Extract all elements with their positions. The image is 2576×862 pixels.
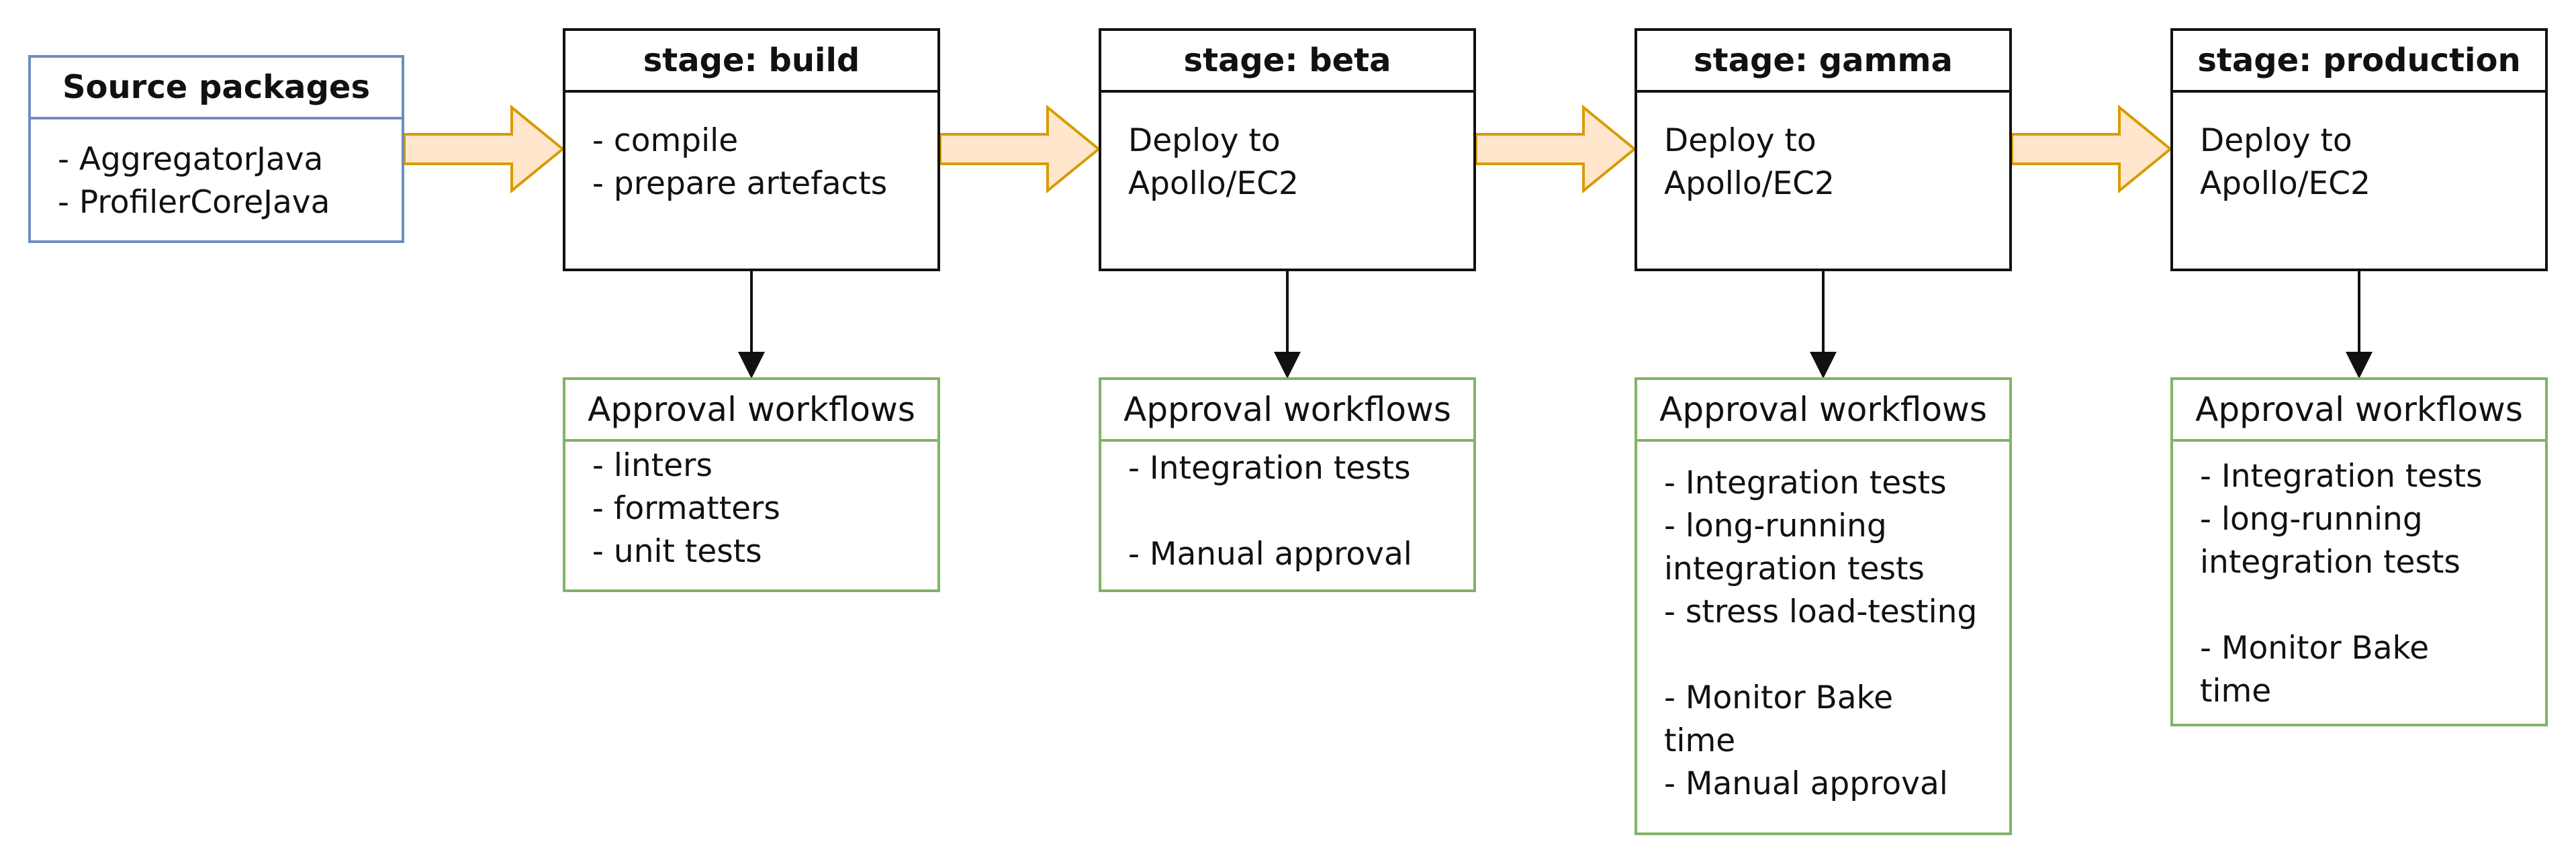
approval-gamma-item: - stress load-testing <box>1664 593 1978 630</box>
approval-build-item: - unit tests <box>592 533 762 570</box>
approval-production-item: - Monitor Bake <box>2200 630 2430 667</box>
approval-beta-item: - Manual approval <box>1128 536 1412 573</box>
approval-production-title: Approval workflows <box>2173 380 2545 442</box>
stage-build-body: - compile - prepare artefacts <box>565 93 937 205</box>
approval-gamma-body: - Integration tests - long-running integ… <box>1637 442 2009 806</box>
approval-production-item: - Integration tests <box>2200 458 2483 495</box>
source-packages-title: Source packages <box>31 58 402 119</box>
stage-beta-title: stage: beta <box>1101 31 1473 93</box>
stage-production-line: Deploy to <box>2200 122 2352 159</box>
source-packages-body: - AggregatorJava - ProfilerCoreJava <box>31 119 402 224</box>
stage-beta-box: stage: beta Deploy to Apollo/EC2 <box>1099 28 1476 271</box>
approval-gamma-item: - Monitor Bake <box>1664 679 1894 716</box>
stage-gamma-line: Apollo/EC2 <box>1664 165 1835 202</box>
stage-beta-line: Apollo/EC2 <box>1128 165 1299 202</box>
flow-arrow-build-to-beta <box>939 104 1101 194</box>
stage-build-line: - prepare artefacts <box>592 165 888 202</box>
approval-gamma-title: Approval workflows <box>1637 380 2009 442</box>
approval-build-item: - formatters <box>592 490 780 527</box>
approval-gamma-item <box>1664 634 2009 677</box>
approval-build-body: - linters - formatters - unit tests <box>565 442 937 573</box>
stage-gamma-line: Deploy to <box>1664 122 1816 159</box>
approval-gamma-item: integration tests <box>1664 550 1925 587</box>
approval-beta-item: - Integration tests <box>1128 450 1411 487</box>
stage-production-box: stage: production Deploy to Apollo/EC2 <box>2170 28 2548 271</box>
approval-production-item: - long-running <box>2200 501 2423 538</box>
approval-build-item: - linters <box>592 447 712 484</box>
approval-gamma-item: time <box>1664 722 1736 759</box>
approval-gamma-item: - Integration tests <box>1664 465 1947 501</box>
stage-production-line: Apollo/EC2 <box>2200 165 2371 202</box>
approval-build-box: Approval workflows - linters - formatter… <box>563 377 940 592</box>
stage-build-box: stage: build - compile - prepare artefac… <box>563 28 940 271</box>
approval-production-box: Approval workflows - Integration tests -… <box>2170 377 2548 726</box>
approval-production-item: integration tests <box>2200 544 2460 581</box>
source-package-item: - ProfilerCoreJava <box>58 184 330 221</box>
stage-build-title: stage: build <box>565 31 937 93</box>
approval-beta-item <box>1128 490 1473 533</box>
approval-gamma-box: Approval workflows - Integration tests -… <box>1635 377 2012 835</box>
approval-gamma-item: - long-running <box>1664 508 1887 544</box>
flow-arrow-gamma-to-production <box>2011 104 2173 194</box>
stage-beta-body: Deploy to Apollo/EC2 <box>1101 93 1473 205</box>
source-package-item: - AggregatorJava <box>58 141 324 178</box>
stage-gamma-title: stage: gamma <box>1637 31 2009 93</box>
flow-arrow-beta-to-gamma <box>1475 104 1637 194</box>
stage-gamma-body: Deploy to Apollo/EC2 <box>1637 93 2009 205</box>
flow-arrow-source-to-build <box>403 104 565 194</box>
stage-production-body: Deploy to Apollo/EC2 <box>2173 93 2545 205</box>
stage-gamma-box: stage: gamma Deploy to Apollo/EC2 <box>1635 28 2012 271</box>
stage-production-title: stage: production <box>2173 31 2545 93</box>
approval-build-title: Approval workflows <box>565 380 937 442</box>
approval-production-item: time <box>2200 673 2272 710</box>
approval-beta-title: Approval workflows <box>1101 380 1473 442</box>
stage-beta-line: Deploy to <box>1128 122 1281 159</box>
approval-production-item <box>2200 584 2545 627</box>
approval-beta-box: Approval workflows - Integration tests -… <box>1099 377 1476 592</box>
stage-build-line: - compile <box>592 122 739 159</box>
approval-beta-body: - Integration tests - Manual approval <box>1101 442 1473 576</box>
approval-gamma-item: - Manual approval <box>1664 765 1948 802</box>
source-packages-box: Source packages - AggregatorJava - Profi… <box>28 55 404 243</box>
approval-production-body: - Integration tests - long-running integ… <box>2173 442 2545 713</box>
